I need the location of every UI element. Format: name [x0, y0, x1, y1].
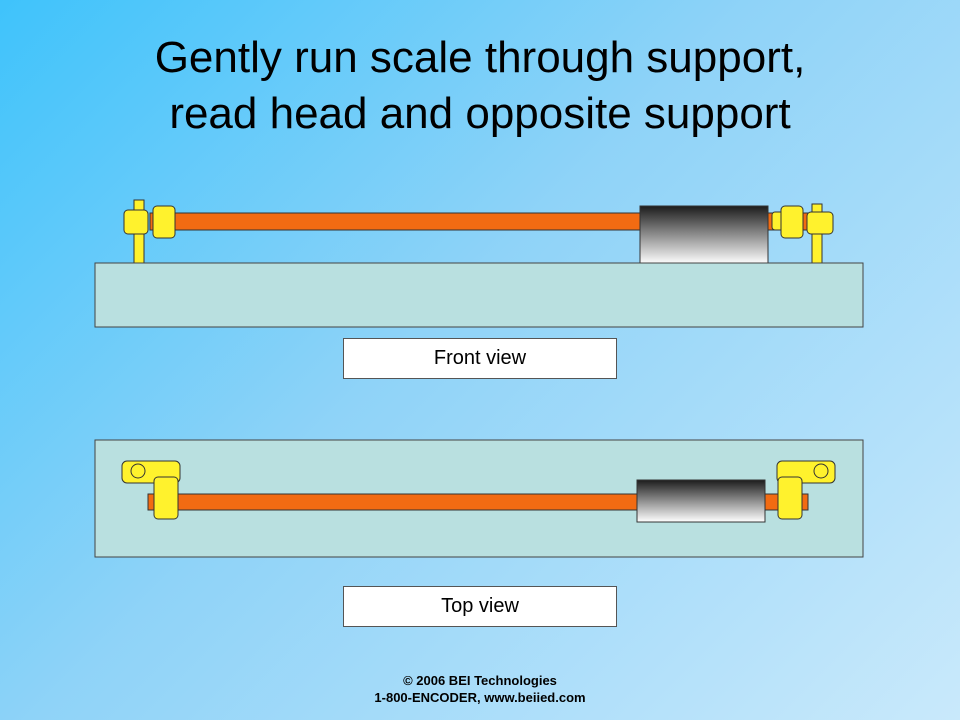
front-right-clamp-tab — [806, 211, 834, 235]
top-view-diagram — [94, 439, 864, 558]
front-view-diagram — [94, 199, 864, 328]
copyright-line: © 2006 BEI Technologies — [403, 673, 557, 688]
contact-line: 1-800-ENCODER, www.beiied.com — [374, 690, 586, 705]
top-left-mounting-hole — [130, 463, 146, 479]
copyright-footer: © 2006 BEI Technologies 1-800-ENCODER, w… — [0, 672, 960, 706]
title-line-2: read head and opposite support — [169, 89, 791, 138]
front-left-clamp — [152, 205, 176, 239]
title-line-1: Gently run scale through support, — [154, 33, 806, 82]
top-left-clamp — [153, 476, 179, 520]
front-base-plate — [94, 262, 864, 328]
top-right-clamp — [777, 476, 803, 520]
front-view-label: Front view — [343, 338, 617, 379]
top-right-mounting-hole — [813, 463, 829, 479]
top-read-head — [636, 479, 766, 523]
front-left-clamp-back — [123, 209, 149, 235]
front-right-clamp — [780, 205, 804, 239]
slide-title: Gently run scale through support, read h… — [0, 30, 960, 142]
front-read-head — [639, 205, 769, 265]
top-view-label: Top view — [343, 586, 617, 627]
